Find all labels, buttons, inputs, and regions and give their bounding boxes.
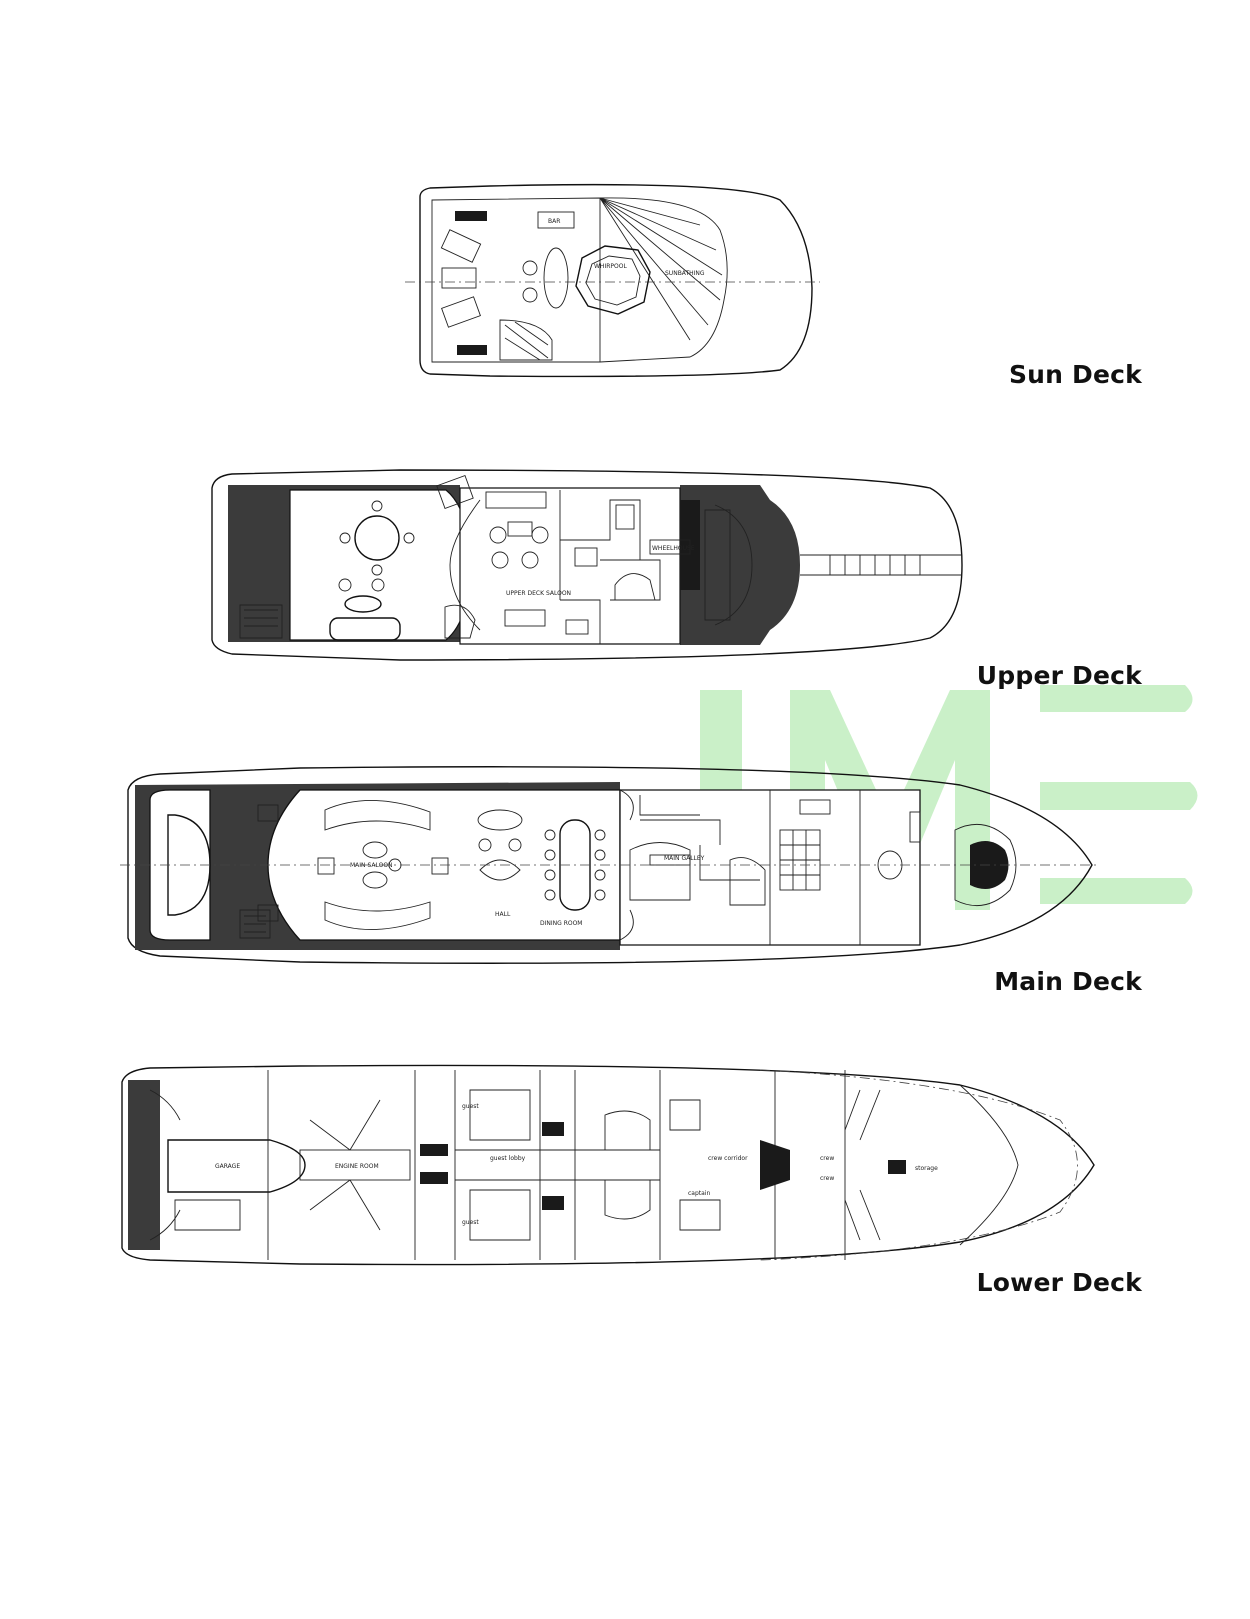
lower-room-crew-corridor: crew corridor: [708, 1155, 748, 1162]
lower-room-guest-1: guest: [462, 1103, 479, 1110]
main-room-dining: DINING ROOM: [540, 920, 582, 927]
sun-room-sunbathing: SUNBATHING: [665, 270, 705, 277]
lower-deck-plan: GARAGE ENGINE ROOM guest guest lobby gue…: [121, 1064, 1095, 1266]
lower-room-engine: ENGINE ROOM: [335, 1163, 379, 1170]
sun-room-bar: BAR: [548, 218, 560, 225]
lower-room-guest-2: guest: [462, 1219, 479, 1226]
deck-label-main: Main Deck: [994, 967, 1142, 996]
upper-deck-plan: UPPER DECK SALOON WHEELHOUSE: [211, 469, 963, 661]
deck-label-upper: Upper Deck: [976, 661, 1142, 690]
sun-room-whirpool: WHIRPOOL: [594, 263, 627, 270]
upper-room-wheelhouse: WHEELHOUSE: [652, 545, 695, 552]
sun-deck-plan: BAR WHIRPOOL SUNBATHING: [405, 183, 820, 378]
main-deck-plan: MAIN SALOON HALL DINING ROOM MAIN GALLEY: [120, 766, 1100, 964]
lower-room-captain: captain: [688, 1190, 710, 1197]
lower-room-crew-2: crew: [820, 1175, 834, 1182]
main-room-saloon: MAIN SALOON: [350, 862, 393, 869]
lower-room-crew-1: crew: [820, 1155, 834, 1162]
lower-room-guest-lobby: guest lobby: [490, 1155, 526, 1162]
deck-label-lower: Lower Deck: [976, 1268, 1142, 1297]
deck-label-sun: Sun Deck: [1008, 360, 1142, 389]
lower-room-storage: storage: [915, 1165, 938, 1172]
lower-room-garage: GARAGE: [215, 1163, 240, 1170]
main-room-galley: MAIN GALLEY: [664, 855, 705, 862]
main-room-hall: HALL: [495, 911, 511, 918]
watermark: [700, 685, 1198, 910]
upper-room-saloon: UPPER DECK SALOON: [506, 590, 571, 597]
